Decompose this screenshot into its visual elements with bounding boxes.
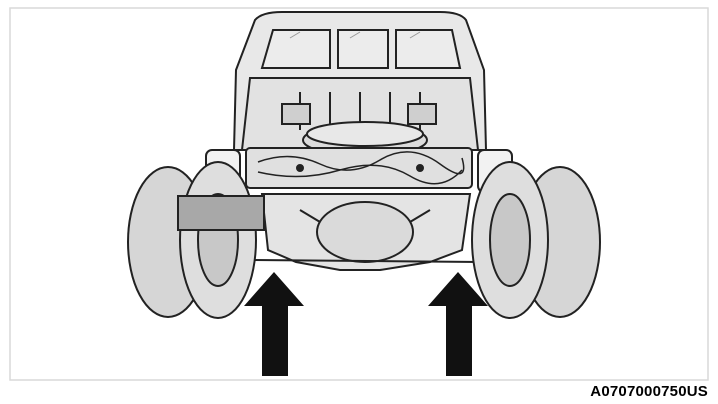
left-dual-wheels [127, 161, 257, 319]
license-plate [177, 195, 265, 231]
jacking-point-arrows [244, 272, 488, 376]
right-jack-arrow [428, 272, 488, 376]
rear-crossmember [245, 147, 473, 189]
right-dual-wheels [471, 161, 601, 319]
figure-border [9, 7, 709, 381]
left-jack-arrow [244, 272, 304, 376]
rear-axle-housing [249, 193, 481, 271]
figure-id-label: A0707000750US [590, 383, 708, 400]
